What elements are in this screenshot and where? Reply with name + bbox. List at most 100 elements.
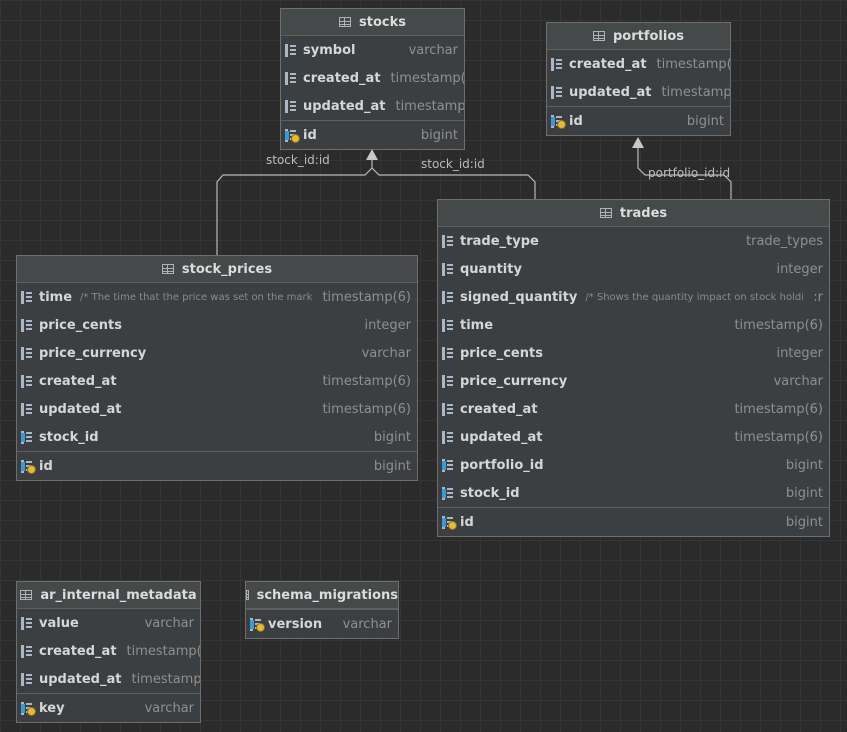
arrowhead-portfolios: [632, 137, 644, 148]
column-row[interactable]: signed_quantity /* Shows the quantity imp…: [438, 283, 829, 311]
column-type: bigint: [373, 429, 411, 445]
column-name: id: [39, 458, 53, 474]
column-icon: [21, 318, 33, 332]
column-type: timestamp(6): [322, 289, 411, 305]
column-name: signed_quantity: [460, 289, 578, 305]
column-type: integer: [776, 345, 823, 361]
table-header[interactable]: stocks: [281, 9, 464, 36]
column-row[interactable]: created_at timestamp(6): [17, 637, 200, 665]
column-type: integer: [776, 261, 823, 277]
column-name: created_at: [569, 56, 647, 72]
table-stocks[interactable]: stocks symbol varchar created_attimestamp(6…: [280, 8, 465, 150]
column-icon: [442, 290, 454, 304]
column-row[interactable]: price_cents integer: [438, 339, 829, 367]
table-header[interactable]: stock_prices: [17, 256, 417, 283]
column-icon: [285, 71, 297, 85]
column-icon: [285, 43, 297, 57]
table-name: stock_prices: [181, 261, 273, 277]
column-name: updated_at: [460, 429, 543, 445]
column-row[interactable]: time/* The time that the price was set o…: [17, 283, 417, 311]
column-row[interactable]: created_at timestamp(6): [547, 50, 730, 78]
column-name: price_cents: [460, 345, 543, 361]
column-icon: [285, 99, 297, 113]
column-icon: [21, 374, 33, 388]
column-type: :r: [813, 289, 823, 305]
column-icon: [21, 346, 33, 360]
column-name: symbol: [303, 42, 356, 58]
table-portfolios[interactable]: portfolios created_at timestamp(6) updated_…: [546, 22, 731, 136]
column-type: varchar: [408, 42, 458, 58]
primary-key-icon: [551, 114, 566, 129]
table-stock-prices[interactable]: stock_prices time/* The time that the pri…: [16, 255, 418, 481]
column-name: id: [460, 514, 474, 530]
primary-key-icon: [21, 701, 36, 716]
column-row[interactable]: symbol varchar: [281, 36, 464, 64]
column-type: timestamp(6): [131, 671, 200, 687]
column-type: integer: [364, 317, 411, 333]
column-type: timestamp(6): [656, 56, 730, 72]
table-header[interactable]: portfolios: [547, 23, 730, 50]
table-header[interactable]: schema_migrations: [246, 582, 398, 609]
column-name: created_at: [39, 373, 117, 389]
column-icon: [442, 430, 454, 444]
table-name: schema_migrations: [256, 587, 398, 603]
table-icon: [592, 31, 605, 41]
table-header[interactable]: trades: [438, 200, 829, 227]
column-type: varchar: [342, 616, 392, 632]
column-name: key: [39, 700, 65, 716]
column-name: price_currency: [39, 345, 147, 361]
column-icon: [442, 374, 454, 388]
column-type: varchar: [144, 615, 194, 631]
column-name: portfolio_id: [460, 457, 544, 473]
column-name: id: [569, 113, 583, 129]
arrowhead-stocks: [366, 149, 378, 160]
primary-key-icon: [285, 128, 300, 143]
table-header[interactable]: ar_internal_metadata: [17, 582, 200, 609]
edge-label-trades-stocks: stock_id:id: [421, 157, 485, 171]
edge-trades-to-stocks[interactable]: [371, 167, 536, 199]
column-type: timestamp(6): [734, 401, 823, 417]
column-type: timestamp(6): [126, 643, 200, 659]
column-type: timestamp(6): [395, 98, 464, 114]
table-icon: [339, 17, 351, 27]
column-name: updated_at: [39, 671, 122, 687]
column-icon: [442, 318, 454, 332]
primary-key-row[interactable]: id bigint: [547, 106, 730, 135]
column-name: trade_type: [460, 233, 539, 249]
column-name: time: [39, 289, 73, 305]
column-icon: [21, 644, 33, 658]
column-name: price_currency: [460, 373, 568, 389]
column-type: bigint: [686, 113, 724, 129]
column-name: time: [460, 317, 494, 333]
column-comment: /* Shows the quantity impact on stock ho…: [585, 291, 804, 303]
column-icon: [21, 672, 33, 686]
column-row[interactable]: updated_at timestamp(6): [17, 665, 200, 693]
column-name: created_at: [39, 643, 117, 659]
